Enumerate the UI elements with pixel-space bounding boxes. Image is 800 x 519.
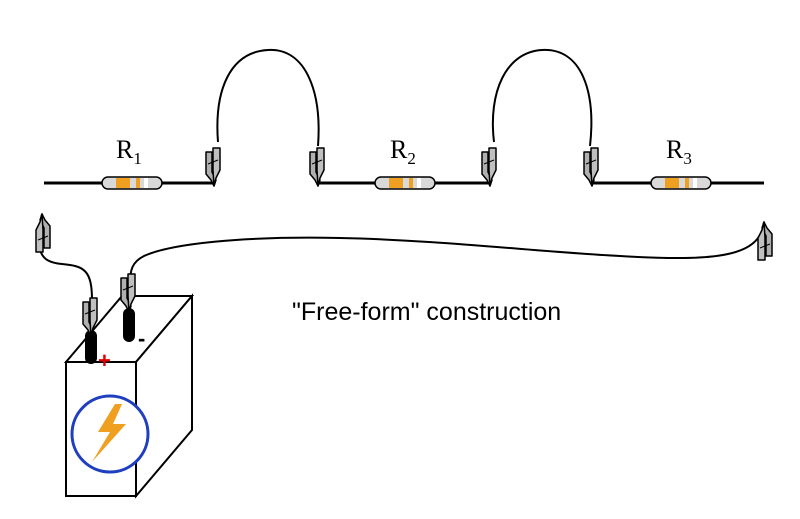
battery-negative-terminal (123, 308, 135, 342)
negative-terminal-label: - (138, 326, 145, 351)
resistor-2-label: R2 (390, 135, 416, 168)
resistor-2 (374, 176, 436, 190)
clip-r1-right (205, 147, 221, 187)
clip-r2-right (481, 147, 497, 187)
jumper-wire-1 (216, 48, 320, 147)
lightning-bolt-icon (92, 404, 126, 462)
resistor-3-label: R3 (666, 135, 692, 168)
battery-positive-terminal (85, 330, 97, 364)
jumper-wire-2 (491, 48, 593, 147)
clip-r3-left (583, 147, 599, 187)
clip-right (757, 221, 773, 261)
resistor-3 (650, 176, 712, 190)
clip-left (35, 213, 51, 253)
battery: + - (63, 293, 195, 499)
alligator-clips (35, 147, 773, 261)
caption-text: "Free-form" construction (292, 298, 561, 326)
wire-right-to-battery-negative (129, 221, 765, 285)
jumper-wires (38, 48, 765, 301)
resistor-1 (101, 176, 163, 190)
positive-terminal-label: + (98, 348, 111, 373)
resistor-1-label: R1 (116, 135, 142, 168)
clip-r2-left (309, 147, 325, 187)
